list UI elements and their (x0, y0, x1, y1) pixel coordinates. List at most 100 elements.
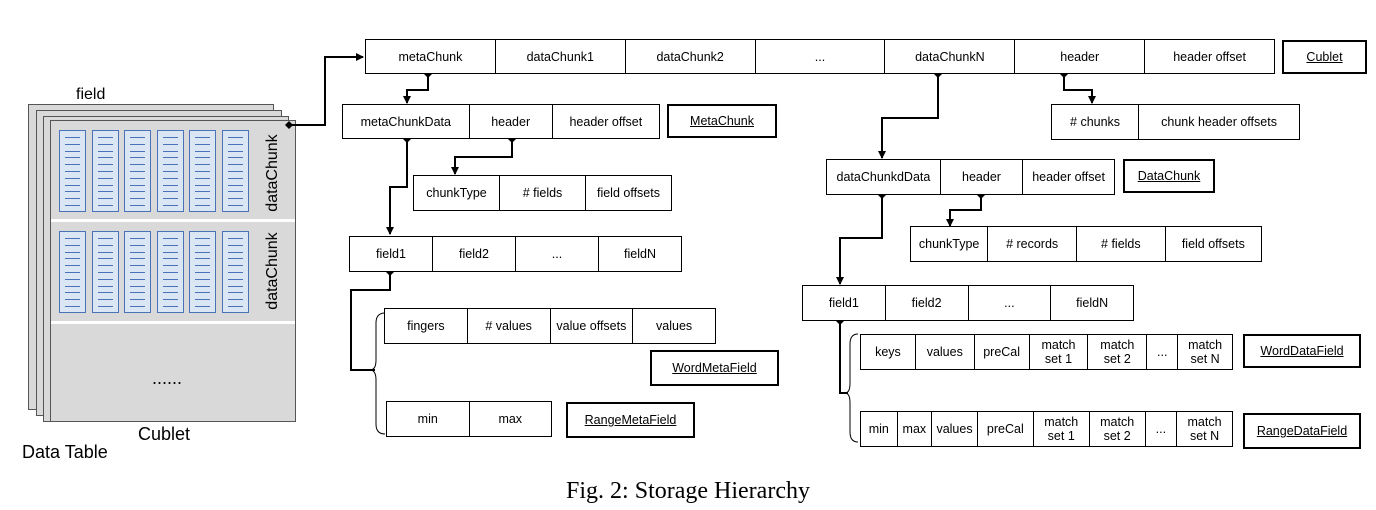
cell-max: max (498, 412, 523, 426)
field-value-line (65, 285, 80, 287)
cell-header-offset: header offset (1173, 49, 1246, 64)
header-to-chunks-connector (1060, 70, 1096, 104)
field-column (59, 231, 86, 313)
field-value-line (97, 191, 113, 193)
field-value-line (162, 177, 178, 179)
field-value-line (162, 285, 178, 287)
field-value-line (130, 143, 145, 145)
datachunk-tag: DataChunk (1123, 159, 1215, 193)
field-value-line (130, 150, 145, 152)
field-value-line (65, 292, 80, 294)
cell-keys: keys (861, 335, 916, 369)
field-value-line (195, 171, 210, 172)
cell-ellipsis: ... (1147, 335, 1179, 369)
meta-header-row: chunkType # fields field offsets (413, 175, 672, 211)
field-value-line (162, 299, 178, 301)
meta-fields-row: field1 field2 ... fieldN (349, 236, 682, 272)
field-value-line (227, 177, 243, 179)
field-value-line (227, 150, 243, 152)
field-column (189, 231, 216, 313)
cell-chunktype: chunkType (414, 176, 500, 210)
field-value-line (227, 258, 243, 260)
field-value-line (65, 164, 80, 166)
cell-ellipsis: ... (516, 237, 599, 271)
cell-fingers: fingers (385, 309, 468, 343)
field-column (59, 130, 86, 212)
field-value-line (227, 198, 243, 200)
field-value-line (65, 137, 80, 138)
cell-value-offsets: value offsets (551, 309, 634, 343)
meta-header-connector (451, 135, 516, 175)
field-value-line (162, 205, 178, 206)
cell-header-offset: header offset (1032, 170, 1105, 184)
field-value-line (97, 143, 113, 145)
data-fields-row: field1 field2 ... fieldN (802, 285, 1134, 321)
field-label: field (76, 86, 106, 103)
field-value-line (65, 191, 80, 193)
field-value-line (162, 272, 178, 273)
word-data-field-tag: WordDataField (1243, 334, 1361, 368)
field-value-line (97, 251, 113, 253)
field-value-line (97, 157, 113, 159)
meta-field-brace (369, 312, 386, 435)
field-value-line (195, 306, 210, 307)
word-meta-field-row: fingers # values value offsets values (384, 308, 716, 344)
cell-match-set-1: match set 1 (1034, 412, 1090, 446)
cell-field1: field1 (803, 286, 886, 320)
chunk-separator-2 (51, 321, 295, 324)
field-value-line (130, 177, 145, 179)
field-value-line (227, 238, 243, 239)
field-value-line (65, 238, 80, 239)
field-value-line (130, 306, 145, 307)
field-value-line (227, 184, 243, 186)
field-value-line (97, 244, 113, 246)
field-value-line (227, 244, 243, 246)
field-value-line (195, 150, 210, 152)
field-value-line (227, 292, 243, 294)
cell-header-offset: header offset (569, 114, 643, 129)
cell-field2: field2 (433, 237, 516, 271)
field-value-line (195, 292, 210, 294)
word-meta-field-tag: WordMetaField (650, 350, 779, 386)
cell-values: values (916, 335, 975, 369)
field-value-line (162, 137, 178, 138)
field-value-line (65, 258, 80, 260)
field-value-line (97, 171, 113, 172)
field-value-line (130, 191, 145, 193)
field-value-line (97, 285, 113, 287)
field-value-line (97, 238, 113, 239)
cell-num-records: # records (988, 227, 1077, 261)
field-value-line (227, 137, 243, 138)
datachunkddata-connector (836, 191, 886, 285)
cell-match-set-n: match set N (1188, 338, 1223, 366)
cell-min: min (387, 402, 470, 436)
field-value-line (130, 272, 145, 273)
field-value-line (97, 258, 113, 260)
cell-ellipsis: ... (1146, 412, 1178, 446)
field-value-line (65, 177, 80, 179)
field-value-line (130, 157, 145, 159)
field-value-line (97, 292, 113, 294)
field-value-line (97, 137, 113, 138)
cell-precal: preCal (975, 335, 1030, 369)
field-value-line (130, 258, 145, 260)
field-column (91, 130, 119, 212)
field-value-line (97, 150, 113, 152)
field-value-line (162, 191, 178, 193)
field-column (156, 231, 184, 313)
field-column (189, 130, 216, 212)
field-value-line (162, 150, 178, 152)
field-value-line (130, 205, 145, 206)
cell-fieldn: fieldN (1076, 296, 1109, 310)
field-value-line (195, 164, 210, 166)
field-value-line (162, 171, 178, 172)
field-column (91, 231, 119, 313)
field-value-line (97, 265, 113, 267)
field-value-line (65, 306, 80, 307)
cell-match-set-n: match set N (1187, 415, 1222, 443)
cell-num-values: # values (468, 309, 551, 343)
cell-metachunk: metaChunk (366, 40, 496, 73)
field-value-line (130, 285, 145, 287)
cublet-tag: Cublet (1282, 40, 1367, 74)
